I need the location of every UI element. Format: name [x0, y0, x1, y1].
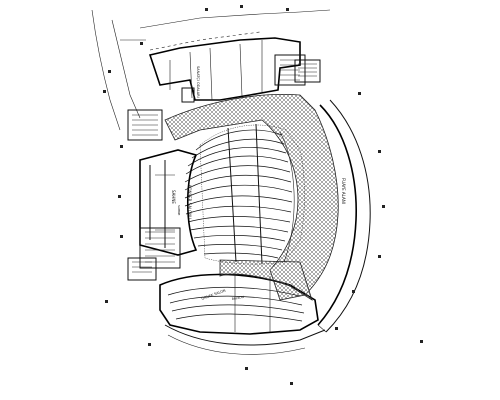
label-hall: KONSER SALONU — [187, 185, 192, 219]
dimension-ticks — [103, 5, 423, 385]
stair-tower-top-right — [294, 59, 321, 83]
foyer-hatch-band — [164, 94, 339, 301]
site-boundary — [91, 9, 331, 131]
backstage-block — [148, 37, 306, 101]
bottom-outer-curve — [164, 324, 326, 355]
label-foyer: FUAYE ALANI — [341, 178, 346, 204]
foyer-arc — [317, 99, 371, 333]
label-stage: SAHNE — [171, 190, 176, 204]
label-stage-sub: SAHNE — [177, 205, 181, 216]
lower-seating — [159, 259, 319, 335]
label-balcony: BALKON — [231, 295, 244, 301]
label-backstage: SANATÇI ODALARI — [196, 66, 200, 98]
left-service-blocks — [127, 87, 195, 281]
label-lower: ÖRNEK SALON — [201, 287, 227, 300]
seating-fan — [184, 123, 305, 265]
